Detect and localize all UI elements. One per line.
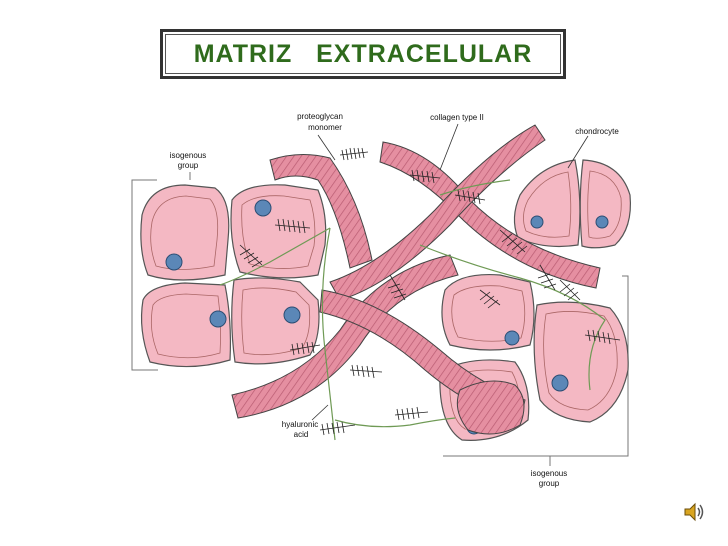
- chondrocyte-cell: [533, 301, 629, 423]
- nucleus: [551, 374, 569, 392]
- speaker-icon-graphic: [684, 502, 704, 522]
- chondrocyte-cell: [140, 184, 230, 281]
- nucleus: [283, 306, 301, 324]
- nucleus: [595, 215, 609, 229]
- chondrocyte-cell: [230, 184, 327, 279]
- nucleus: [209, 310, 227, 328]
- label-isogenous-right-1: isogenous: [531, 469, 567, 478]
- collagen-fiber: [329, 124, 546, 301]
- proteoglycan-monomer: [584, 329, 621, 345]
- chondrocyte-cell: [140, 282, 232, 368]
- label-chondrocyte: chondrocyte: [575, 127, 619, 136]
- nucleus: [165, 253, 183, 271]
- label-hyaluronic-2: acid: [294, 430, 309, 439]
- nucleus: [254, 199, 272, 217]
- proteoglycan-monomer: [387, 274, 407, 301]
- chondrocyte-cell: [441, 273, 535, 351]
- label-collagen: collagen type II: [430, 113, 484, 122]
- slide-title: MATRIZ EXTRACELULAR: [193, 39, 533, 68]
- collagen-fiber: [379, 141, 601, 289]
- label-leaders: [311, 123, 589, 421]
- proteoglycan-monomer: [454, 189, 486, 205]
- chondrocyte-cell: [231, 277, 320, 365]
- label-proteoglycan-2: monomer: [308, 123, 342, 132]
- nucleus: [504, 330, 520, 346]
- hyaluronic-strands: [219, 179, 606, 441]
- proteoglycan-monomer: [289, 341, 321, 356]
- nucleus: [530, 215, 544, 229]
- collagen-fiber: [456, 380, 525, 435]
- proteoglycan-monomer: [499, 229, 528, 255]
- cell-group-top-right: [513, 159, 632, 249]
- label-isogenous-right-2: group: [539, 479, 560, 488]
- proteoglycan-monomer: [349, 364, 383, 379]
- label-hyaluronic-1: hyaluronic: [282, 420, 318, 429]
- proteoglycan-monomers: [239, 147, 621, 436]
- label-isogenous-left-1: isogenous: [170, 151, 206, 160]
- proteoglycan-monomer: [339, 147, 369, 161]
- proteoglycan-monomer: [239, 244, 263, 268]
- chondrocyte-cell: [579, 159, 632, 249]
- label-proteoglycan-1: proteoglycan: [297, 112, 343, 121]
- cell-group-left: [140, 184, 327, 368]
- speaker-icon[interactable]: [682, 500, 706, 529]
- isogenous-bracket-left: [131, 172, 191, 371]
- proteoglycan-monomer: [479, 289, 501, 309]
- proteoglycan-monomer: [409, 169, 441, 184]
- title-box: MATRIZ EXTRACELULAR: [160, 29, 566, 79]
- proteoglycan-monomer: [559, 279, 581, 301]
- chondrocyte-cell: [513, 159, 581, 248]
- proteoglycan-monomer: [319, 421, 356, 436]
- collagen-fiber: [269, 154, 373, 269]
- proteoglycan-monomer: [274, 218, 311, 234]
- label-isogenous-left-2: group: [178, 161, 199, 170]
- proteoglycan-monomer: [537, 264, 557, 291]
- proteoglycan-monomer: [394, 406, 429, 421]
